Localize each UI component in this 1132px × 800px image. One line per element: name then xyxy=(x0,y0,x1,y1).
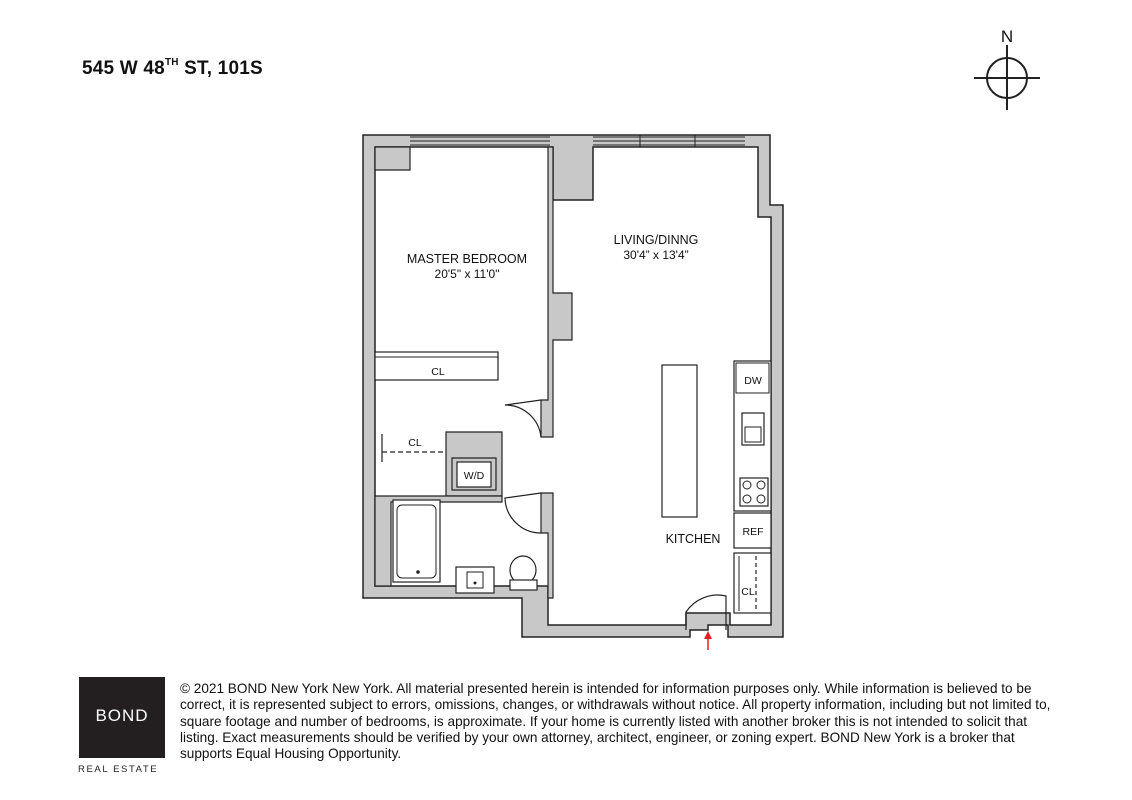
address-unit: ST, 101S xyxy=(178,58,263,79)
closet-label-3: CL xyxy=(741,586,755,598)
compass-north-label: N xyxy=(1001,27,1013,46)
bedroom-notch xyxy=(374,146,411,171)
exterior-walls xyxy=(362,134,784,638)
sink-drain-icon xyxy=(473,581,477,585)
listing-address: 545 W 48TH ST, 101S xyxy=(82,56,263,80)
bath-basin xyxy=(466,571,484,589)
legal-disclaimer: © 2021 BOND New York New York. All mater… xyxy=(180,681,1051,762)
refrigerator xyxy=(733,512,772,549)
logo-tagline: REAL ESTATE xyxy=(78,764,159,775)
partition-wall-lower xyxy=(540,492,554,599)
logo-text: BOND xyxy=(95,706,149,725)
room-dims-master-bedroom: 20'5" x 11'0" xyxy=(435,267,500,281)
room-name-master-bedroom: MASTER BEDROOM xyxy=(407,252,527,266)
entry-arrow-icon xyxy=(704,631,712,650)
room-name-kitchen: KITCHEN xyxy=(666,532,721,546)
kitchen-sink-basin xyxy=(744,426,762,443)
tub-drain-icon xyxy=(416,570,420,574)
address-number: 545 W 48 xyxy=(82,58,165,79)
closet-entry xyxy=(733,552,772,614)
room-name-living-dining: LIVING/DINNG xyxy=(614,233,699,247)
kitchen-island xyxy=(661,364,698,518)
closet-label-1: CL xyxy=(431,366,445,378)
windows xyxy=(410,135,745,147)
washer-dryer-label: W/D xyxy=(464,470,485,482)
compass-icon xyxy=(974,45,1040,110)
address-ordinal: TH xyxy=(164,56,179,68)
washer-dryer xyxy=(456,461,492,488)
refrigerator-label: REF xyxy=(743,526,764,538)
bath-wall xyxy=(374,495,503,587)
room-dims-living-dining: 30'4” x 13'4” xyxy=(623,248,688,262)
closet-label-2: CL xyxy=(408,437,422,449)
door-swings xyxy=(504,399,727,630)
bond-logo: BOND xyxy=(79,677,165,758)
bathtub-basin xyxy=(396,504,437,579)
dishwasher-label: DW xyxy=(744,375,762,387)
dishwasher xyxy=(735,362,770,394)
partition-wall xyxy=(540,146,573,438)
cooktop xyxy=(739,477,769,507)
burner-icons xyxy=(742,480,766,504)
toilet-tank xyxy=(509,579,538,591)
